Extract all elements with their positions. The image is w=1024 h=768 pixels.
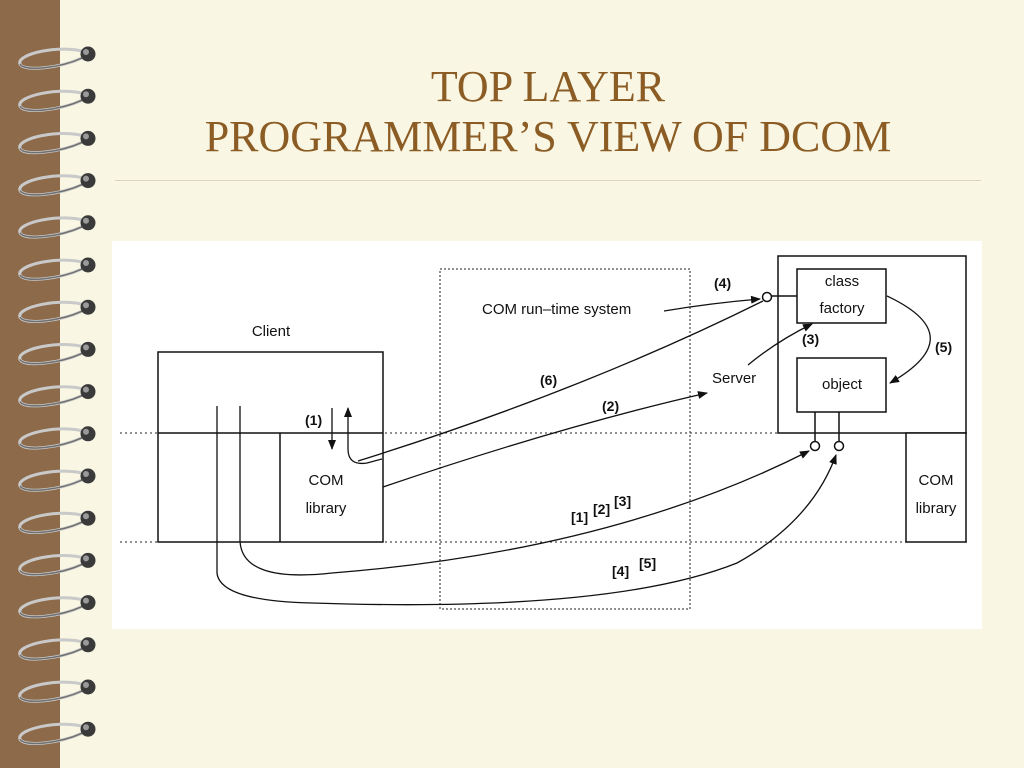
client-com-label: COM (309, 472, 344, 489)
spiral-ring (18, 468, 96, 492)
class-factory-label-1: class (825, 273, 859, 290)
dcom-diagram: Client COM library class factory object … (112, 241, 982, 629)
arrow-step-6 (357, 300, 764, 462)
spiral-ring (18, 384, 96, 408)
step-label-4: (4) (714, 275, 731, 291)
server-com-label: COM (919, 472, 954, 489)
bracket-label-1: [1] (571, 509, 588, 525)
object-interface-1 (809, 440, 821, 452)
server-com-library-box (905, 432, 967, 543)
server-library-label: library (916, 500, 957, 517)
spiral-ring (18, 426, 96, 450)
spiral-ring (18, 595, 96, 619)
title-line-2: PROGRAMMER’S VIEW OF DCOM (204, 112, 892, 161)
step-label-3: (3) (802, 331, 819, 347)
client-label: Client (252, 323, 291, 340)
arrow-step-1-up (347, 448, 383, 465)
step-label-2: (2) (602, 398, 619, 414)
runtime-label: COM run–time system (482, 301, 631, 318)
title-line-1: TOP LAYER (430, 62, 666, 111)
bracket-label-5: [5] (639, 555, 656, 571)
class-factory-box (796, 268, 887, 324)
spiral-ring (18, 88, 96, 112)
spiral-binding (18, 46, 96, 745)
factory-interface (761, 291, 773, 303)
bracket-label-4: [4] (612, 563, 629, 579)
arrow-step-2 (382, 391, 708, 488)
spiral-ring (18, 679, 96, 703)
bracket-label-2: [2] (593, 501, 610, 517)
object-interface-2 (833, 440, 845, 452)
spiral-ring (18, 257, 96, 281)
spiral-ring (18, 130, 96, 155)
step-label-5: (5) (935, 339, 952, 355)
spiral-ring (18, 299, 96, 323)
spiral-ring (18, 215, 96, 239)
spiral-ring (18, 341, 96, 366)
object-box (796, 357, 887, 413)
spiral-ring (18, 510, 96, 534)
client-library-label: library (306, 500, 347, 517)
step-label-1: (1) (305, 412, 322, 428)
object-label: object (822, 376, 863, 393)
arrow-bracket-45 (216, 406, 837, 606)
arrow-step-5 (886, 295, 931, 384)
server-label: Server (712, 370, 756, 387)
bracket-label-3: [3] (614, 493, 631, 509)
spiral-ring (18, 552, 96, 577)
class-factory-label-2: factory (819, 300, 865, 317)
spiral-ring (18, 721, 96, 745)
slide-title: TOP LAYER PROGRAMMER’S VIEW OF DCOM (120, 62, 976, 162)
spiral-ring (18, 637, 96, 661)
arrow-bracket-123 (239, 406, 810, 576)
title-divider (115, 180, 981, 181)
arrow-step-4 (663, 295, 761, 312)
arrow-step-3 (747, 323, 813, 366)
step-label-6: (6) (540, 372, 557, 388)
runtime-box (439, 268, 691, 610)
spiral-ring (18, 46, 96, 70)
spiral-ring (18, 173, 96, 197)
client-box (157, 351, 384, 543)
